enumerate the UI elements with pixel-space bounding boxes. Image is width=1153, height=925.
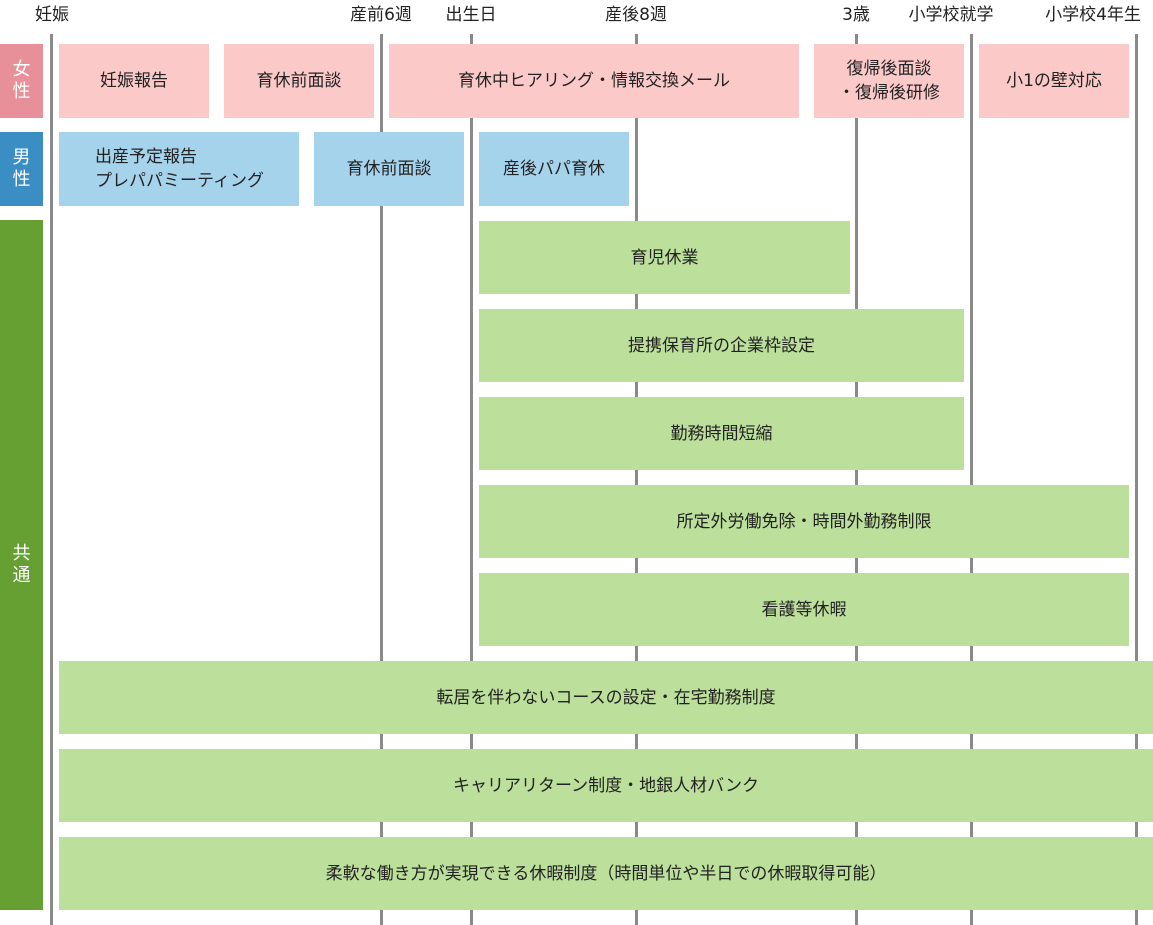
category-male: 男性 <box>0 132 43 206</box>
timeline-line-elementary-4th <box>1135 34 1138 925</box>
common-nursery: 提携保育所の企業枠設定 <box>479 309 964 382</box>
timeline-line-prenatal-6w <box>380 34 383 925</box>
common-flexible-leave: 柔軟な働き方が実現できる休暇制度（時間単位や半日での休暇取得可能） <box>59 837 1153 910</box>
timeline-line-age-3 <box>855 34 858 925</box>
milestone-elementary-entry: 小学校就学 <box>908 5 994 25</box>
common-childcare-leave: 育児休業 <box>479 221 850 294</box>
female-return-interview: 復帰後面談 ・復帰後研修 <box>814 44 964 118</box>
milestone-birth: 出生日 <box>445 5 497 25</box>
female-first-grade: 小1の壁対応 <box>979 44 1129 118</box>
category-common-label: 共通 <box>12 543 31 586</box>
timeline-line-pregnancy <box>50 34 53 925</box>
category-common: 共通 <box>0 220 43 910</box>
category-female: 女性 <box>0 44 43 118</box>
common-nursing-leave: 看護等休暇 <box>479 573 1129 646</box>
milestone-pregnancy: 妊娠 <box>35 5 69 25</box>
male-papa-leave: 産後パパ育休 <box>479 132 629 206</box>
female-pre-leave-interview: 育休前面談 <box>224 44 374 118</box>
male-birth-report: 出産予定報告 プレパパミーティング <box>59 132 299 206</box>
category-male-label: 男性 <box>12 147 31 190</box>
common-no-relocation: 転居を伴わないコースの設定・在宅勤務制度 <box>59 661 1153 734</box>
male-pre-leave-interview: 育休前面談 <box>314 132 464 206</box>
milestone-postnatal-8w: 産後8週 <box>605 5 667 25</box>
milestone-elementary-4th: 小学校4年生 <box>1045 5 1141 25</box>
timeline-line-elementary-entry <box>970 34 973 925</box>
milestone-prenatal-6w: 産前6週 <box>350 5 412 25</box>
female-pregnancy-report: 妊娠報告 <box>59 44 209 118</box>
category-female-label: 女性 <box>12 59 31 102</box>
common-career-return: キャリアリターン制度・地銀人材バンク <box>59 749 1153 822</box>
female-hearing: 育休中ヒアリング・情報交換メール <box>389 44 799 118</box>
timeline-line-birth <box>470 34 473 925</box>
timeline-line-postnatal-8w <box>635 34 638 925</box>
common-short-hours: 勤務時間短縮 <box>479 397 964 470</box>
milestone-age-3: 3歳 <box>842 5 870 25</box>
common-overtime: 所定外労働免除・時間外勤務制限 <box>479 485 1129 558</box>
